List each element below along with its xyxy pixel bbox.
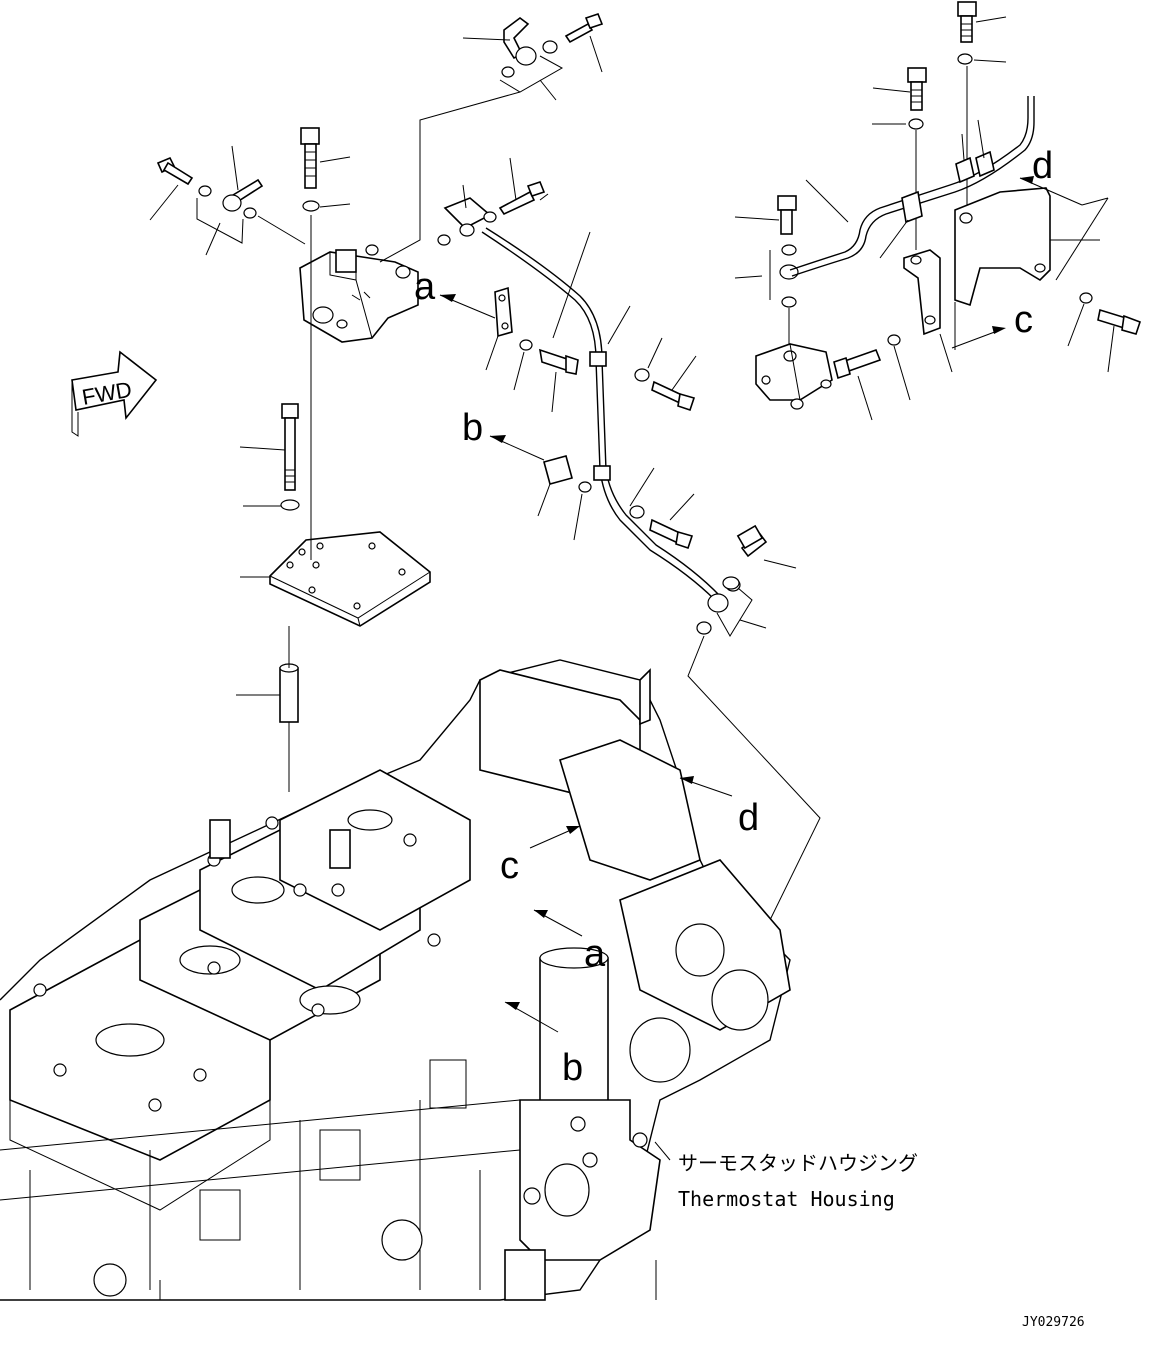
view-label-b-engine: b xyxy=(562,1047,583,1089)
view-arrow-c-engine: c xyxy=(500,825,581,887)
drawing-code: JY029726 xyxy=(1022,1315,1085,1330)
view-label-a-top: a xyxy=(414,266,436,308)
view-label-c-right: c xyxy=(1014,299,1033,341)
thermostat-housing-label-en: Thermostat Housing xyxy=(678,1187,895,1211)
view-arrow-b-top: b xyxy=(462,407,545,461)
banjo-fitting-top xyxy=(379,13,604,263)
forward-direction-badge: FWD xyxy=(71,350,158,437)
view-arrow-a-engine: a xyxy=(533,909,606,975)
bolt-group-top-left xyxy=(149,127,351,256)
view-label-a-engine: a xyxy=(584,933,606,975)
hose-assembly xyxy=(437,157,821,921)
view-arrow-a-top: a xyxy=(414,266,496,319)
view-label-d-right: d xyxy=(1032,145,1053,187)
thermostat-housing-callout: サーモスタッドハウジング Thermostat Housing xyxy=(654,1141,918,1211)
view-label-d-engine: d xyxy=(738,797,759,839)
valve-assembly xyxy=(299,244,419,343)
view-arrow-b-engine: b xyxy=(504,1001,583,1089)
thermostat-housing-label-jp: サーモスタッドハウジング xyxy=(678,1151,918,1175)
view-label-c-engine: c xyxy=(500,845,519,887)
engine-block xyxy=(0,659,791,1301)
view-arrow-d-engine: d xyxy=(679,776,759,839)
mounting-plate-group xyxy=(236,215,431,792)
right-bracket-assembly: d c xyxy=(734,1,1142,421)
view-label-b-top: b xyxy=(462,407,483,449)
